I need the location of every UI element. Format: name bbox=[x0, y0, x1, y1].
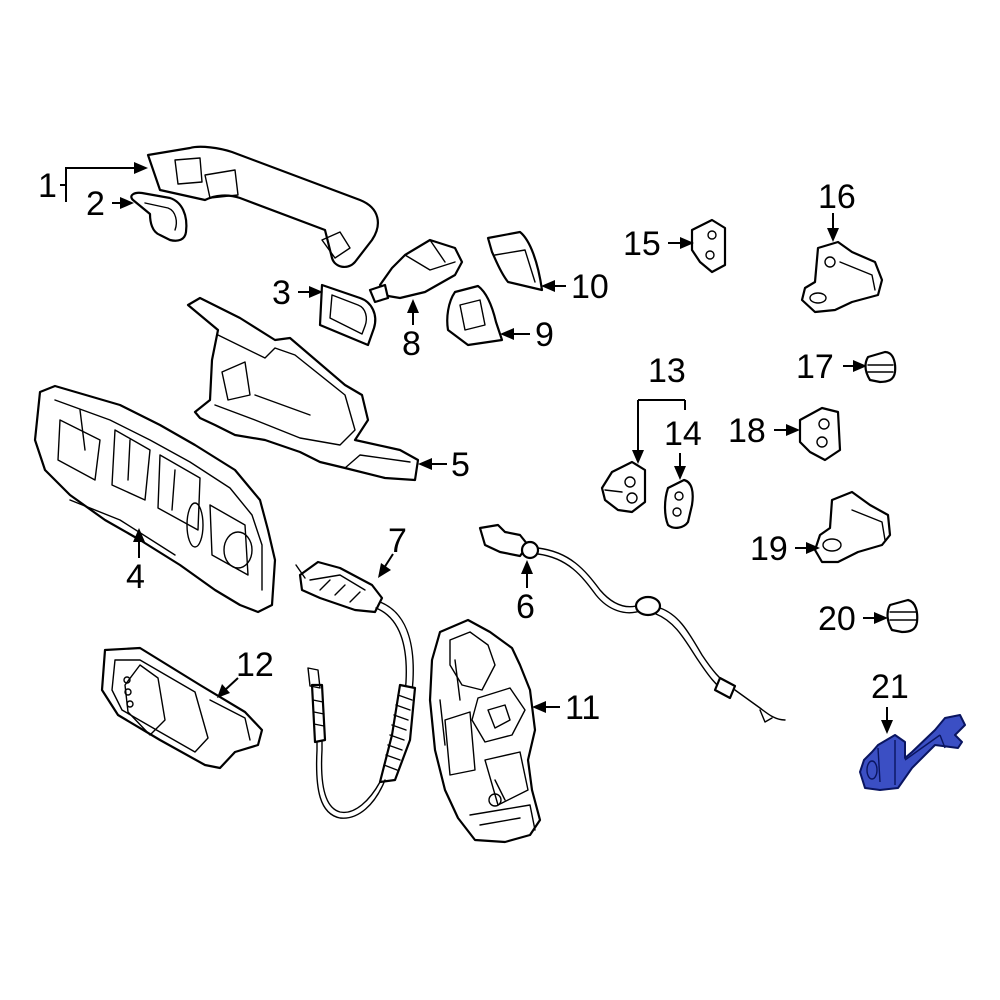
part-9-cover[interactable] bbox=[446, 284, 504, 347]
callout-3: 3 bbox=[272, 274, 291, 312]
part-18-hinge-pin[interactable] bbox=[798, 406, 842, 462]
part-10-cap[interactable] bbox=[486, 230, 544, 292]
part-7-cable-actuator[interactable] bbox=[295, 560, 417, 819]
part-19-lower-hinge[interactable] bbox=[813, 490, 892, 564]
callout-12: 12 bbox=[236, 646, 274, 684]
part-6-cable[interactable] bbox=[478, 523, 786, 723]
callout-17: 17 bbox=[796, 348, 834, 386]
part-21-door-check[interactable] bbox=[859, 714, 966, 791]
callout-16: 16 bbox=[818, 178, 856, 216]
part-12-inside-handle[interactable] bbox=[100, 646, 264, 770]
callout-9: 9 bbox=[535, 316, 554, 354]
part-3-pad[interactable] bbox=[318, 283, 377, 347]
leader-lines bbox=[60, 162, 893, 734]
part-15-hinge-part[interactable] bbox=[690, 218, 727, 274]
callout-18: 18 bbox=[728, 412, 766, 450]
callout-19: 19 bbox=[750, 530, 788, 568]
callout-2: 2 bbox=[86, 185, 105, 223]
part-8-lock-cylinder[interactable] bbox=[368, 238, 464, 304]
part-2-gasket[interactable] bbox=[130, 191, 188, 242]
callout-1: 1 bbox=[38, 167, 57, 205]
callout-21: 21 bbox=[871, 668, 909, 706]
callout-7: 7 bbox=[388, 522, 407, 560]
callout-11: 11 bbox=[565, 689, 600, 727]
callout-13: 13 bbox=[648, 352, 686, 390]
part-1-outside-handle[interactable] bbox=[146, 145, 379, 268]
callout-4: 4 bbox=[126, 558, 145, 596]
part-11-latch[interactable] bbox=[428, 618, 542, 844]
part-14-shim[interactable] bbox=[663, 478, 694, 529]
part-16-upper-hinge[interactable] bbox=[800, 240, 884, 314]
part-17-bushing[interactable] bbox=[864, 350, 897, 384]
callout-20: 20 bbox=[818, 600, 856, 638]
callout-labels: 1 2 3 4 5 6 7 8 9 10 11 12 13 14 15 16 1… bbox=[38, 167, 909, 727]
part-5-bracket[interactable] bbox=[186, 296, 420, 482]
callout-14: 14 bbox=[664, 415, 702, 453]
part-20-bushing[interactable] bbox=[886, 598, 919, 634]
callout-8: 8 bbox=[402, 325, 421, 363]
callout-15: 15 bbox=[623, 225, 661, 263]
callout-10: 10 bbox=[571, 268, 609, 306]
callout-6: 6 bbox=[516, 588, 535, 626]
part-13-striker[interactable] bbox=[600, 460, 647, 514]
callout-5: 5 bbox=[451, 446, 470, 484]
part-4-module-frame[interactable] bbox=[33, 384, 277, 614]
